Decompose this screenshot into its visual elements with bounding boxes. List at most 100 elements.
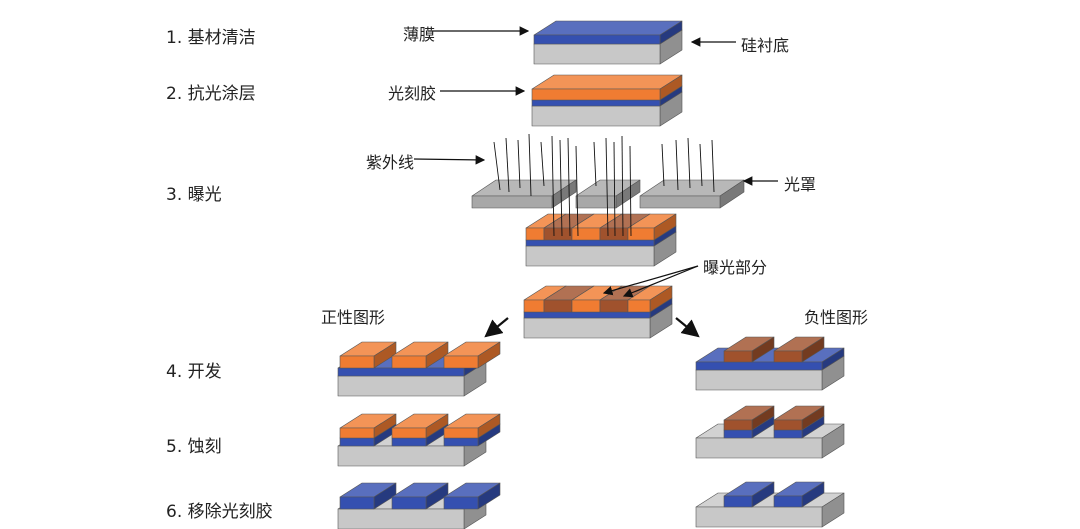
- step-4-label: 4. 开发: [166, 362, 222, 382]
- negative-pattern-label: 负性图形: [804, 308, 869, 327]
- neg4-substrate-front: [695, 369, 823, 391]
- step2-photoresist: [531, 74, 683, 101]
- step-5-label: 5. 蚀刻: [166, 437, 222, 457]
- uv-ray-5: [540, 141, 545, 187]
- pos4-resist-2-front: [391, 355, 427, 369]
- uv-ray-10: [593, 141, 597, 187]
- pos6-film-3-front: [443, 496, 479, 510]
- pos6-film-1-front: [339, 496, 375, 510]
- pos5-film-3-front: [443, 437, 479, 447]
- neg6-substrate-front: [695, 506, 823, 528]
- pos6-film-2: [391, 482, 449, 510]
- center-resist-seg-3-front: [571, 299, 601, 313]
- uv-ray-2: [505, 137, 510, 193]
- step-1-label: 1. 基材清洁: [166, 28, 256, 48]
- pos4-resist-1-front: [339, 355, 375, 369]
- uv-light-arrow: [413, 155, 486, 165]
- pos5-resist-2-front: [391, 427, 427, 439]
- pos5-film-1-front: [339, 437, 375, 447]
- photomask-2-front: [575, 195, 617, 209]
- pos5-resist-2: [391, 413, 449, 439]
- photomask-1-front: [471, 195, 553, 209]
- pos6-film-1: [339, 482, 397, 510]
- positive-pattern-label: 正性图形: [321, 308, 386, 327]
- pos4-resist-1: [339, 341, 397, 369]
- photomask-1: [471, 179, 577, 209]
- uv-ray-9: [575, 145, 579, 237]
- center-resist-seg-1-front: [523, 299, 545, 313]
- uv-ray-12: [613, 141, 616, 237]
- pos4-substrate-front: [337, 375, 465, 397]
- neg4-film-front: [695, 361, 823, 371]
- pos6-substrate-front: [337, 508, 465, 529]
- uv-ray-14: [629, 145, 632, 237]
- step3-resist-seg-2-front: [543, 227, 573, 241]
- pos5-resist-3-front: [443, 427, 479, 439]
- positive-pattern-arrow: [484, 317, 509, 338]
- center-resist-seg-5-front: [627, 299, 651, 313]
- uv-ray-4: [528, 133, 532, 197]
- neg5-film-2-front: [773, 429, 803, 439]
- center-film-front: [523, 311, 651, 319]
- step-3-label: 3. 曝光: [166, 185, 222, 205]
- uv-ray-11: [605, 137, 609, 237]
- neg5-resist-1-front: [723, 419, 753, 431]
- step1-film: [533, 20, 683, 45]
- step2-film-front: [531, 99, 661, 107]
- pos5-film-2-front: [391, 437, 427, 447]
- uv-ray-6: [551, 135, 555, 237]
- step1-film-front: [533, 34, 661, 45]
- step-2-label: 2. 抗光涂层: [166, 84, 256, 104]
- photomask-3-front: [639, 195, 721, 209]
- photomask-label: 光罩: [784, 175, 817, 194]
- uv-ray-8: [567, 137, 571, 237]
- center-resist-seg-4-front: [599, 299, 629, 313]
- step3-resist-seg-5: [627, 213, 677, 241]
- pos5-resist-1: [339, 413, 397, 439]
- uv-ray-16: [675, 139, 679, 191]
- pos4-resist-3-front: [443, 355, 479, 369]
- photomask-3: [639, 179, 745, 209]
- uv-ray-19: [711, 139, 715, 193]
- photomask-2: [575, 179, 641, 209]
- step1-film-top: [533, 20, 683, 36]
- neg5-resist-2-front: [773, 419, 803, 431]
- negative-pattern-arrow: [675, 317, 700, 338]
- center-substrate-front: [523, 317, 651, 339]
- step2-substrate-front: [531, 105, 661, 127]
- silicon-substrate-label: 硅衬底: [741, 36, 790, 55]
- neg4-resist-1: [723, 336, 775, 363]
- pos4-film-front: [337, 367, 465, 377]
- step3-resist-seg-5-front: [627, 227, 655, 241]
- uv-ray-3: [517, 139, 521, 189]
- step-6-label: 6. 移除光刻胶: [166, 502, 273, 522]
- exposed-area-arrow-1: [602, 265, 699, 296]
- step3-substrate-front: [525, 245, 655, 267]
- exposed-area-arrow-2: [622, 265, 699, 298]
- step3-resist-seg-3-front: [571, 227, 601, 241]
- uv-ray-18: [699, 143, 703, 187]
- neg4-film: [695, 347, 845, 371]
- uv-ray-13: [621, 135, 624, 237]
- neg5-resist-2: [773, 405, 825, 431]
- step3-resist-seg-1-front: [525, 227, 545, 241]
- neg6-film-1-front: [723, 495, 753, 508]
- pos4-resist-3: [443, 341, 501, 369]
- pos6-film-2-front: [391, 496, 427, 510]
- neg6-film-1: [723, 481, 775, 508]
- neg6-substrate: [695, 492, 845, 528]
- step1-substrate-front: [533, 43, 661, 65]
- uv-ray-15: [661, 143, 665, 187]
- neg5-resist-1: [723, 405, 775, 431]
- neg4-resist-1-front: [723, 350, 753, 363]
- step2-photoresist-front: [531, 88, 661, 101]
- step2-photoresist-top: [531, 74, 683, 90]
- uv-ray-17: [687, 137, 691, 189]
- center-resist-seg-5: [627, 285, 673, 313]
- pos4-resist-2: [391, 341, 449, 369]
- neg6-film-2-front: [773, 495, 803, 508]
- neg5-substrate: [695, 423, 845, 459]
- photoresist-label: 光刻胶: [388, 84, 437, 103]
- neg6-film-2: [773, 481, 825, 508]
